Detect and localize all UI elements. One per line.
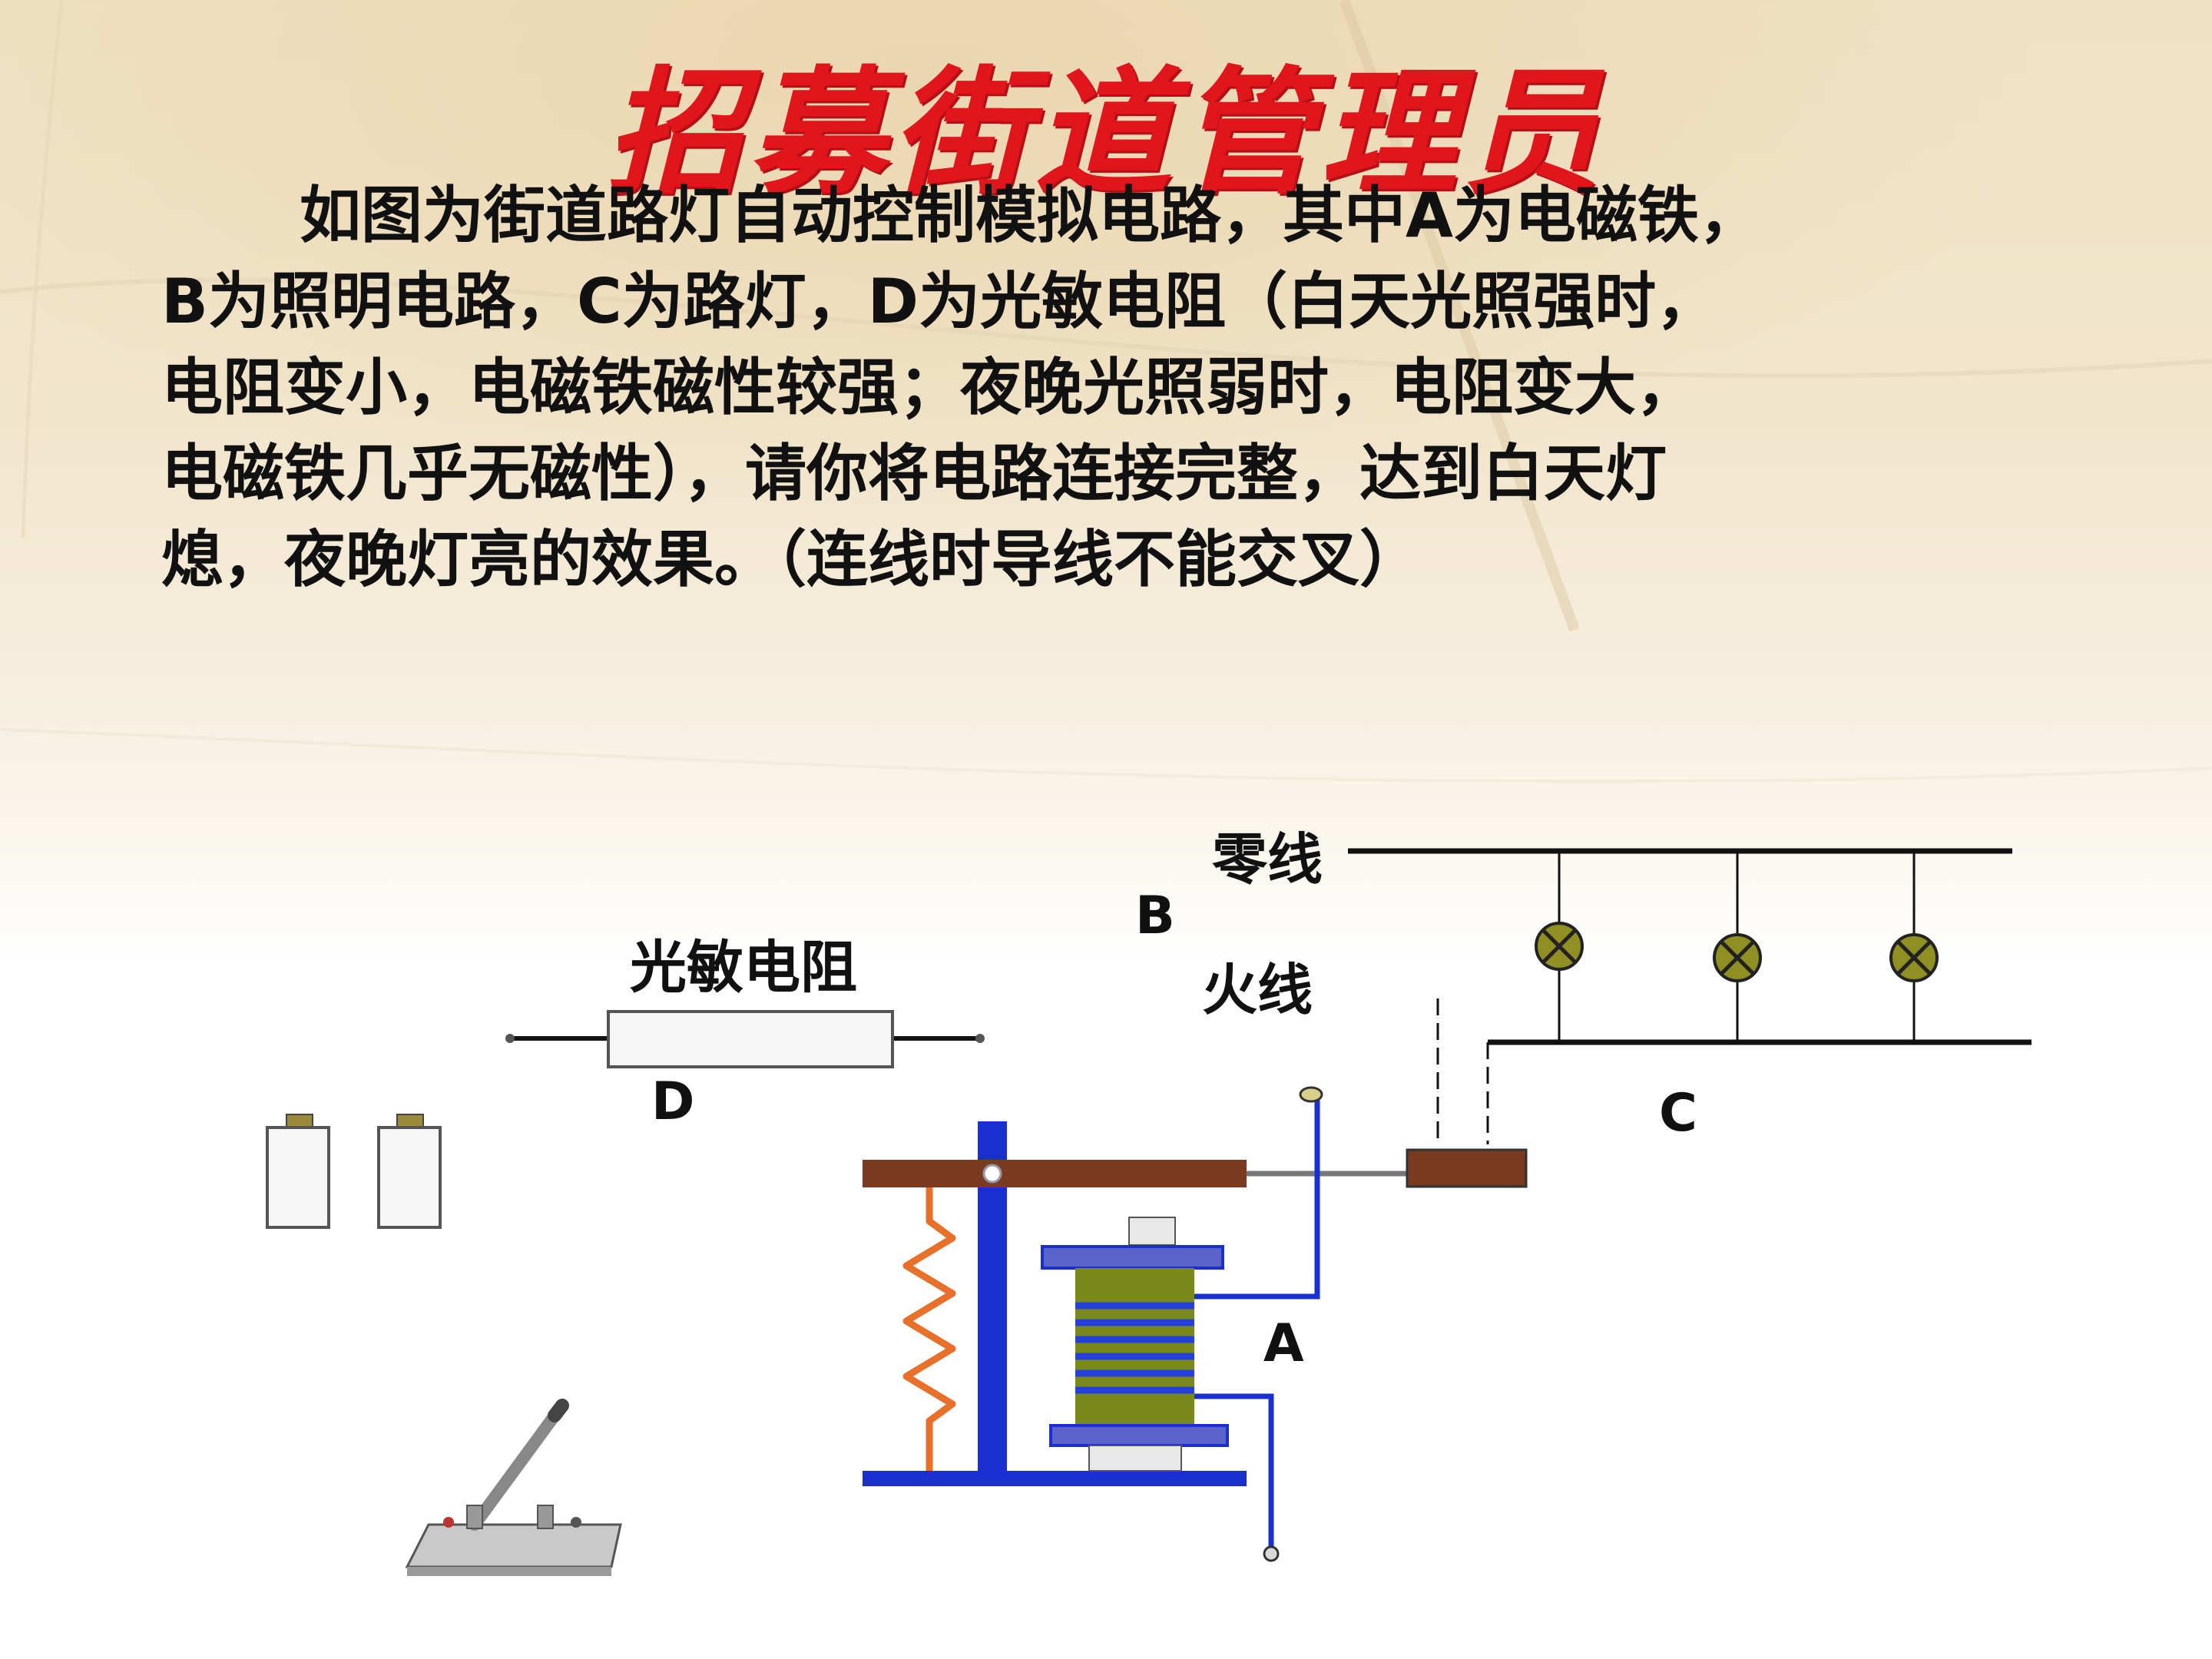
coil-flange xyxy=(1041,1245,1224,1270)
problem-text-line: 电磁铁几乎无磁性），请你将电路连接完整，达到白天灯 xyxy=(161,438,1667,509)
battery xyxy=(266,1114,330,1229)
street-lamp xyxy=(1713,933,1762,982)
neutral-wire-label: 零线 xyxy=(1212,827,1323,892)
coil-lead xyxy=(1194,1094,1320,1300)
problem-text-line: 熄，夜晚灯亮的效果。（连线时导线不能交叉） xyxy=(161,524,1421,595)
street-lamp xyxy=(1535,922,1584,971)
coil-core xyxy=(1075,1268,1194,1426)
page-title: 招募街道管理员 xyxy=(606,52,1606,213)
photoresistor-label: 光敏电阻 xyxy=(630,935,857,1001)
problem-text-line: B为照明电路，C为路灯，D为光敏电阻（白天光照强时， xyxy=(161,266,1718,337)
terminal-dot xyxy=(1263,1545,1280,1562)
relay-armature xyxy=(863,1160,1247,1187)
problem-text-line: 如图为街道路灯自动控制模拟电路，其中A为电磁铁， xyxy=(300,180,1760,251)
terminal-dot xyxy=(505,1034,515,1043)
knife-switch xyxy=(405,1399,622,1576)
pivot xyxy=(982,1164,1002,1184)
terminal-dot xyxy=(1299,1086,1323,1103)
relay xyxy=(863,1086,1528,1562)
photoresistor-body xyxy=(607,1010,894,1068)
street-lamp xyxy=(1889,933,1939,982)
relay-spring xyxy=(902,1183,956,1471)
coil-lead xyxy=(1194,1393,1274,1550)
live-wire-label: 火线 xyxy=(1202,958,1313,1022)
terminal-dot xyxy=(975,1034,985,1043)
label-a: A xyxy=(1263,1313,1304,1374)
problem-text-line: 电阻变小，电磁铁磁性较强；夜晚光照弱时，电阻变大， xyxy=(161,352,1697,423)
problem-text: 如图为街道路灯自动控制模拟电路，其中A为电磁铁， B为照明电路，C为路灯，D为光… xyxy=(161,173,2051,603)
label-d: D xyxy=(651,1071,695,1132)
coil-foot xyxy=(1088,1445,1182,1472)
relay-base xyxy=(863,1471,1247,1486)
battery xyxy=(377,1114,442,1229)
coil-flange xyxy=(1128,1217,1176,1246)
label-b: B xyxy=(1135,886,1175,946)
coil-windings xyxy=(1075,1302,1194,1394)
label-c: C xyxy=(1659,1083,1697,1144)
moving-contact xyxy=(1406,1148,1528,1188)
coil-flange xyxy=(1049,1424,1229,1447)
